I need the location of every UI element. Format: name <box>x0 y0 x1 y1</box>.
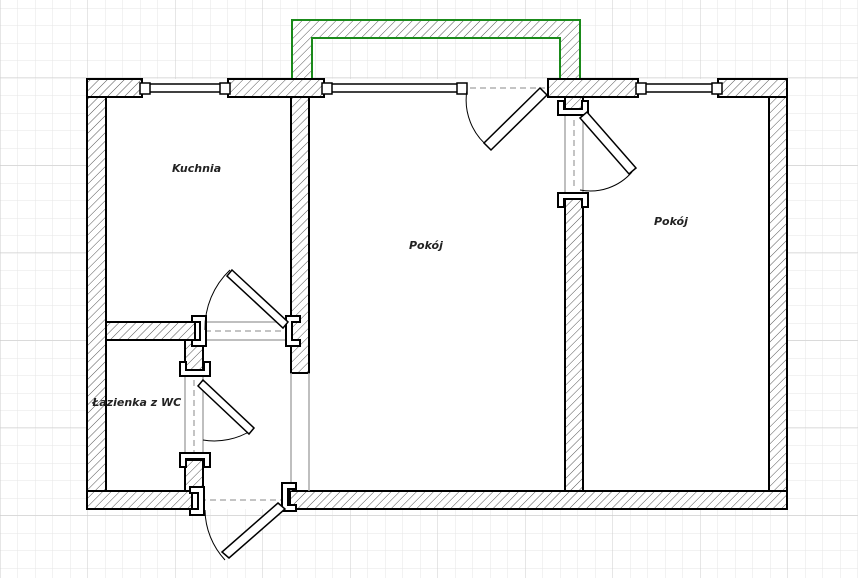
room-label-right-room: Pokój <box>654 215 688 228</box>
wall-kitchen-bath <box>105 321 196 341</box>
room-label-bathroom: Łazienka z WC <box>92 396 182 409</box>
door-leaf <box>220 502 287 559</box>
wall-left <box>86 78 107 510</box>
wall-bottom <box>86 490 193 510</box>
wall-bottom <box>289 490 788 510</box>
door-leaf <box>482 86 549 152</box>
room-floors <box>107 98 768 490</box>
door-leaf <box>196 378 256 436</box>
wall-rooms <box>564 194 584 492</box>
wall-top <box>227 78 325 98</box>
doors <box>196 86 638 561</box>
window <box>141 83 229 93</box>
walls <box>86 78 788 510</box>
wall-kitchen-room <box>290 96 310 374</box>
door-leaf <box>578 110 638 176</box>
room-label-kitchen: Kuchnia <box>172 162 222 175</box>
door-leaf <box>225 268 290 330</box>
window <box>323 83 467 93</box>
window <box>637 83 719 93</box>
windows <box>139 82 723 95</box>
wall-right <box>768 78 788 510</box>
door-thresholds <box>193 87 575 501</box>
door-frames <box>179 100 589 516</box>
wall-top <box>547 78 639 98</box>
wall-top <box>717 78 788 98</box>
room-label-middle-room: Pokój <box>409 239 443 252</box>
wall-top <box>86 78 143 98</box>
